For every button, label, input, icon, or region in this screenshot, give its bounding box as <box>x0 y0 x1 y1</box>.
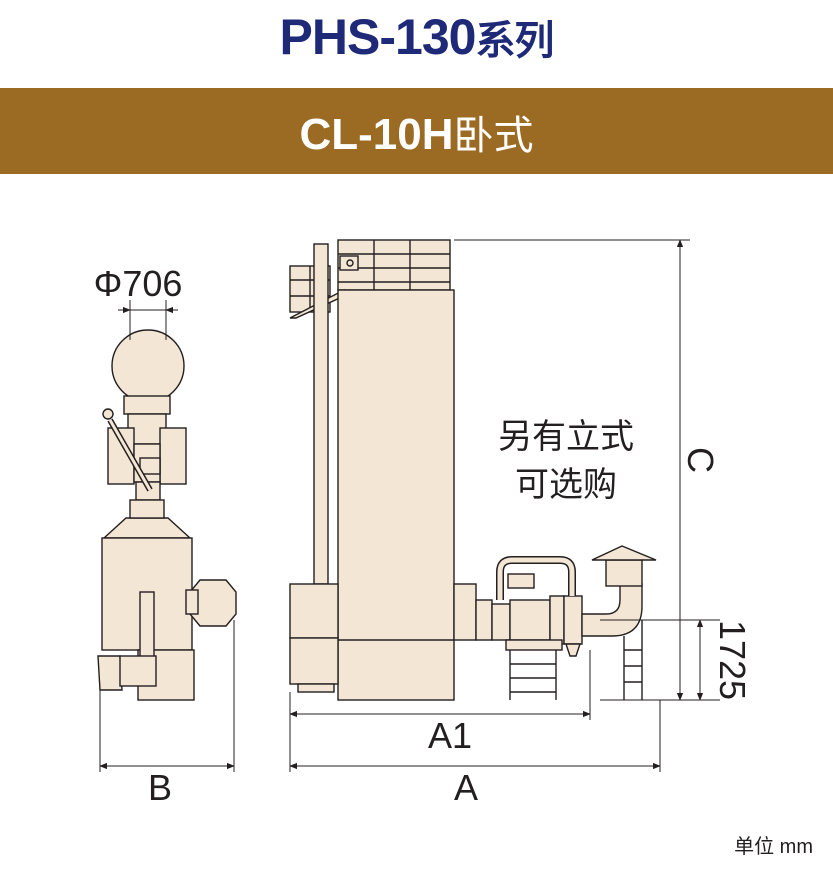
subtitle-band <box>0 88 833 174</box>
subtitle-suffix: 卧式 <box>453 114 534 158</box>
unit-label: 单位 mm <box>734 836 813 858</box>
dim-a1-label: A1 <box>428 715 472 756</box>
note-line2: 可选购 <box>515 466 617 504</box>
page-title: PHS-130系列 <box>0 8 833 66</box>
dim-diameter-label: Φ706 <box>94 263 183 304</box>
side-view <box>97 329 237 701</box>
subtitle: CL-10H卧式 <box>0 103 833 161</box>
front-view <box>289 239 657 701</box>
title-main: PHS-130 <box>279 9 477 65</box>
dim-c-label: C <box>680 447 721 473</box>
dim-b-label: B <box>148 767 172 808</box>
title-suffix: 系列 <box>475 19 554 63</box>
dim-height-label: 1725 <box>712 620 753 700</box>
note-line1: 另有立式 <box>498 418 634 456</box>
dim-a-label: A <box>454 767 478 808</box>
subtitle-main: CL-10H <box>299 110 454 159</box>
